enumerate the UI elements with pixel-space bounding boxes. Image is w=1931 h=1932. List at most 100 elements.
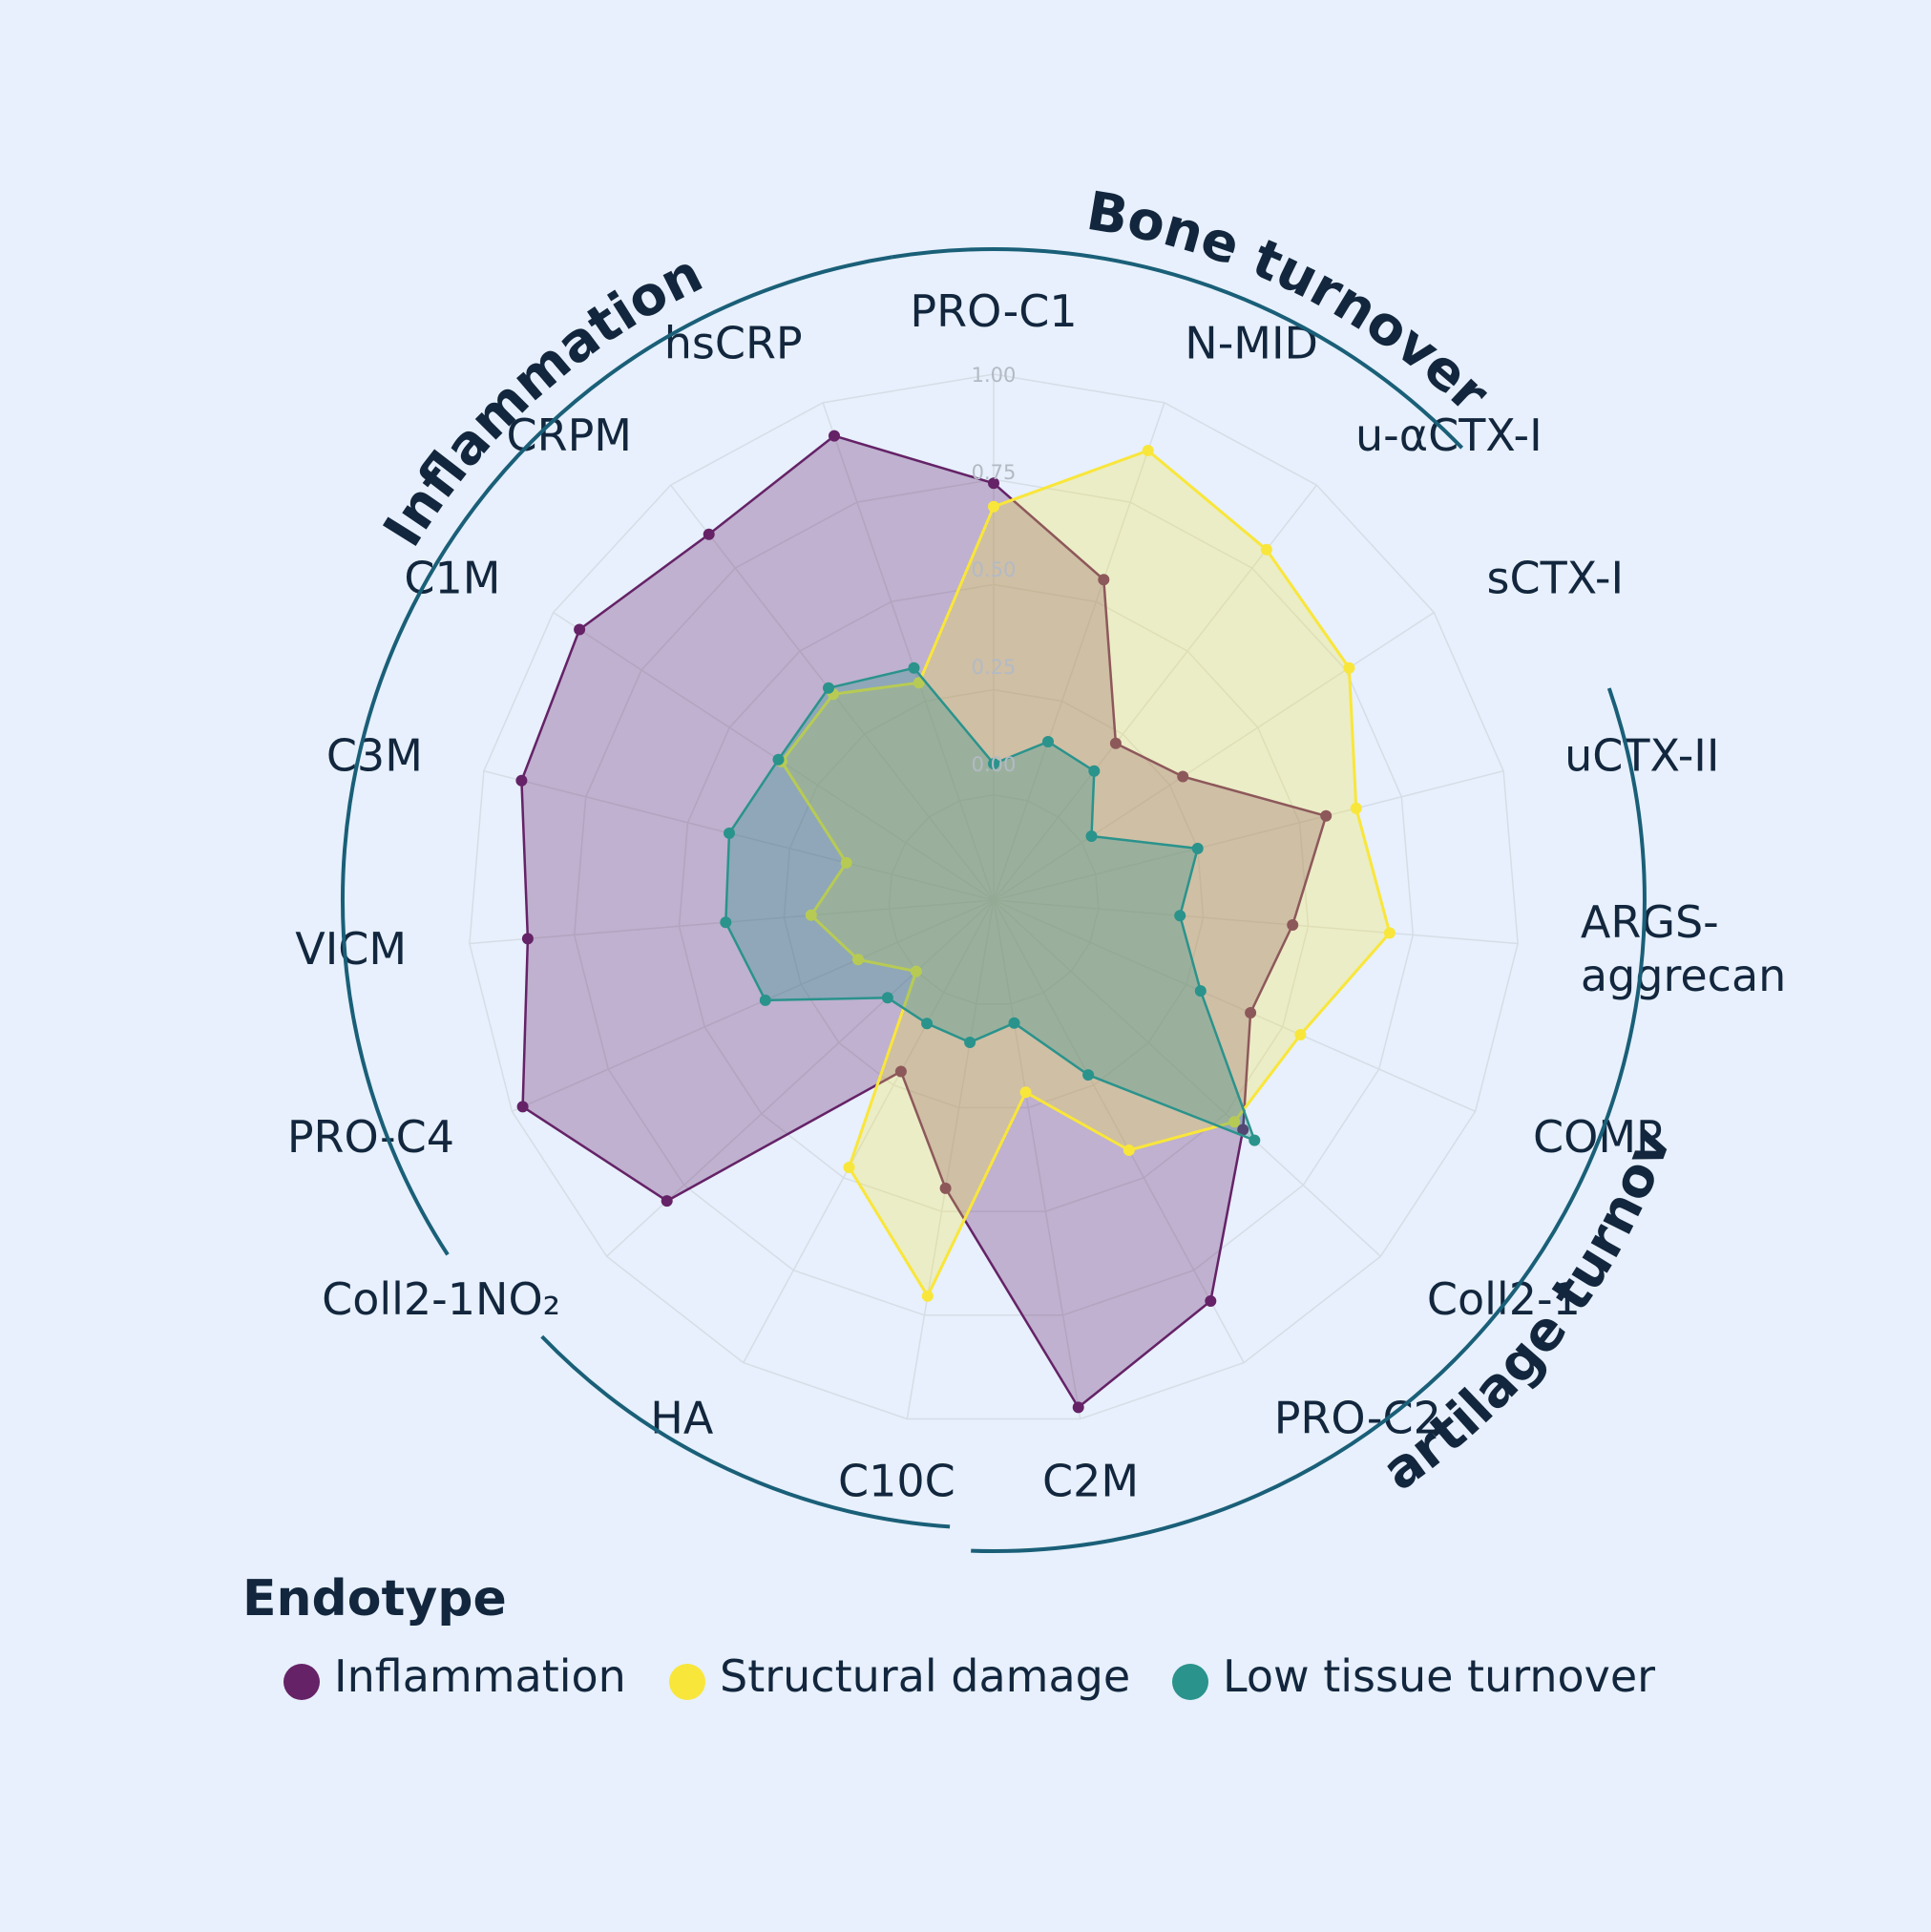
radar-series: [515, 430, 1396, 1414]
point-inflammation-18: [829, 430, 840, 442]
grid-spoke: [993, 899, 1476, 1112]
radar-grid: [469, 373, 1519, 1420]
point-inflammation-3: [1177, 770, 1189, 783]
legend-marker-low-tissue-turnover: [1172, 1664, 1208, 1700]
point-low-tissue-turnover-14: [720, 916, 732, 929]
point-low-tissue-turnover-15: [724, 827, 735, 839]
group-label-bone-turnover: Bone turnover: [1082, 180, 1501, 425]
grid-ring: [888, 794, 1100, 1005]
point-structural-damage-18: [913, 677, 925, 689]
grid-ring: [469, 373, 1519, 1420]
grid-spoke: [993, 899, 1245, 1363]
axis-label-5: ARGS-aggrecan: [1581, 896, 1786, 1001]
point-inflammation-16: [574, 623, 586, 636]
point-inflammation-5: [1287, 919, 1299, 931]
point-low-tissue-turnover-0: [988, 758, 999, 770]
point-structural-damage-11: [843, 1162, 855, 1173]
point-low-tissue-turnover-4: [1191, 842, 1204, 854]
point-low-tissue-turnover-6: [1194, 985, 1207, 998]
axis-label-15: C3M: [326, 730, 423, 782]
grid-spoke: [993, 899, 1381, 1257]
point-inflammation-10: [939, 1182, 952, 1194]
grid-ring: [573, 478, 1415, 1316]
axis-labels: PRO-C1N-MIDu-αCTX-IsCTX-IuCTX-IIARGS-agg…: [287, 285, 1787, 1507]
point-structural-damage-1: [1142, 445, 1154, 456]
grid-spoke: [993, 402, 1165, 901]
point-structural-damage-13: [852, 954, 864, 966]
grid-spoke: [469, 899, 995, 945]
grid-spoke: [483, 769, 995, 901]
grid-spoke: [993, 611, 1435, 901]
point-inflammation-9: [1072, 1401, 1084, 1414]
axis-label-0: PRO-C1: [910, 285, 1077, 337]
radial-tick-label: 0.25: [972, 656, 1017, 679]
grid-spoke: [906, 899, 995, 1419]
legend: Endotype Inflammation Structural damage …: [242, 1570, 1655, 1702]
grid-ring: [783, 688, 1205, 1109]
cartilage-turnover-inner-arc: [540, 1334, 951, 1529]
point-low-tissue-turnover-16: [772, 753, 785, 766]
axis-label-4: uCTX-II: [1564, 730, 1719, 782]
grid-spoke: [512, 899, 995, 1112]
series-area-structural-damage: [780, 449, 1392, 1298]
axis-label-14: VICM: [295, 923, 407, 975]
point-low-tissue-turnover-12: [881, 992, 893, 1004]
series-area-low-tissue-turnover: [724, 666, 1256, 1142]
point-structural-damage-7: [1228, 1116, 1241, 1128]
radial-tick-label: 1.00: [972, 364, 1017, 387]
point-structural-damage-2: [1260, 543, 1272, 556]
point-structural-damage-3: [1343, 662, 1355, 674]
point-structural-damage-9: [1019, 1086, 1032, 1099]
axis-label-10: C10C: [838, 1456, 955, 1507]
legend-label-low-tissue-turnover: Low tissue turnover: [1223, 1650, 1655, 1702]
legend-title: Endotype: [242, 1570, 507, 1628]
axis-label-11: HA: [650, 1393, 714, 1444]
point-inflammation-2: [1109, 737, 1122, 749]
grid-spoke: [993, 899, 1519, 945]
point-structural-damage-0: [988, 500, 999, 513]
group-label-inflammation: Inflammation: [372, 242, 712, 557]
point-inflammation-4: [1320, 809, 1333, 822]
point-low-tissue-turnover-8: [1082, 1069, 1095, 1082]
axis-label-3: sCTX-I: [1487, 553, 1625, 604]
axis-label-6: COMP: [1533, 1111, 1663, 1163]
inflammation-arc: [341, 255, 892, 1256]
point-inflammation-15: [515, 774, 528, 787]
point-inflammation-7: [1237, 1124, 1249, 1136]
point-structural-damage-5: [1383, 927, 1396, 939]
grid-spoke: [993, 484, 1317, 901]
axis-label-17: CRPM: [506, 410, 632, 461]
cartilage-turnover-arc: [971, 687, 1647, 1554]
grid-ring: [678, 583, 1310, 1212]
point-structural-damage-6: [1294, 1029, 1307, 1040]
radial-tick-label: 0.75: [972, 461, 1017, 484]
point-structural-damage-10: [921, 1290, 934, 1302]
axis-label-12: Coll2-1NO₂: [322, 1273, 560, 1325]
grid-spoke: [553, 611, 995, 901]
point-low-tissue-turnover-18: [908, 662, 920, 674]
point-structural-damage-4: [1350, 802, 1362, 814]
point-inflammation-14: [521, 933, 534, 945]
radial-tick-label: 0.00: [972, 753, 1017, 776]
point-low-tissue-turnover-10: [964, 1037, 976, 1048]
point-inflammation-11: [894, 1065, 907, 1078]
grid-spoke: [993, 769, 1504, 901]
point-low-tissue-turnover-13: [759, 994, 771, 1006]
axis-label-8: PRO-C2: [1274, 1393, 1441, 1444]
point-inflammation-13: [516, 1101, 529, 1113]
point-low-tissue-turnover-3: [1085, 830, 1098, 842]
point-inflammation-12: [661, 1195, 673, 1208]
grid-spoke: [822, 402, 995, 901]
grid-spoke: [993, 899, 1081, 1419]
point-structural-damage-14: [805, 909, 817, 921]
point-low-tissue-turnover-7: [1249, 1134, 1261, 1146]
point-low-tissue-turnover-1: [1042, 736, 1054, 747]
point-structural-damage-15: [840, 856, 852, 869]
point-structural-damage-8: [1123, 1144, 1135, 1156]
bone-turnover-arc: [891, 246, 1464, 450]
legend-label-inflammation: Inflammation: [334, 1650, 626, 1702]
grid-spoke: [743, 899, 995, 1363]
point-inflammation-6: [1245, 1007, 1257, 1018]
point-inflammation-1: [1098, 574, 1110, 586]
